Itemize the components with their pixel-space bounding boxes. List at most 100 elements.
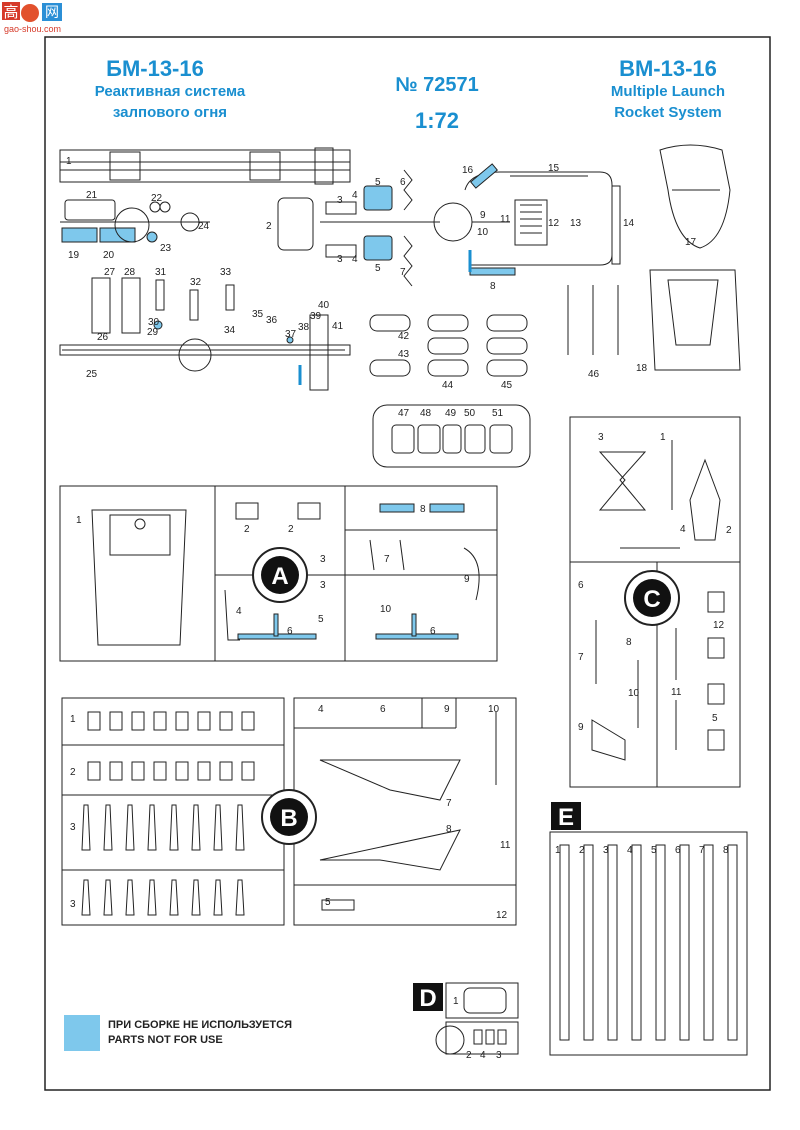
svg-text:27: 27 (104, 267, 116, 278)
svg-text:35: 35 (252, 309, 264, 320)
kit-number: № 72571 (395, 74, 478, 96)
svg-text:43: 43 (398, 349, 410, 360)
svg-text:6: 6 (578, 580, 584, 591)
svg-text:10: 10 (628, 688, 640, 699)
svg-text:9: 9 (480, 210, 486, 221)
svg-text:1: 1 (66, 156, 72, 167)
sprue-c-numbers: 1 2 3 4 5 6 7 8 9 10 11 12 (578, 432, 732, 733)
svg-text:16: 16 (462, 165, 474, 176)
chassis-frame-part (59, 147, 351, 185)
svg-text:13: 13 (570, 218, 582, 229)
svg-text:11: 11 (671, 687, 682, 698)
svg-text:2: 2 (266, 221, 272, 232)
sprue-a (59, 485, 498, 662)
svg-text:8: 8 (626, 637, 632, 648)
title-ru-code: БМ-13-16 (106, 56, 204, 81)
svg-text:1: 1 (70, 714, 76, 725)
svg-text:50: 50 (464, 408, 476, 419)
svg-text:5: 5 (375, 177, 381, 188)
svg-text:32: 32 (190, 277, 202, 288)
svg-text:21: 21 (86, 190, 98, 201)
svg-text:17: 17 (685, 237, 697, 248)
svg-text:28: 28 (124, 267, 136, 278)
sprue-c-badge: C (624, 570, 680, 626)
svg-text:3: 3 (337, 195, 343, 206)
svg-text:25: 25 (86, 369, 98, 380)
sprue-b-numbers: 1 2 3 3 4 5 6 7 8 9 10 11 12 (70, 704, 511, 921)
svg-text:30: 30 (148, 317, 160, 328)
svg-text:37: 37 (285, 329, 297, 340)
svg-text:41: 41 (332, 321, 344, 332)
svg-text:46: 46 (588, 369, 600, 380)
svg-text:4: 4 (480, 1050, 486, 1061)
svg-text:3: 3 (496, 1050, 502, 1061)
svg-text:4: 4 (627, 845, 633, 856)
title-ru-line2: залпового огня (113, 104, 227, 121)
legend-line-ru: ПРИ СБОРКЕ НЕ ИСПОЛЬЗУЕТСЯ (108, 1019, 292, 1031)
sprue-b-letter: B (280, 805, 297, 832)
page-border (44, 36, 771, 1091)
sprue-b-rockets (81, 804, 245, 916)
sprue-b (61, 697, 517, 926)
svg-text:20: 20 (103, 250, 115, 261)
svg-text:5: 5 (318, 614, 324, 625)
legend-line-en: PARTS NOT FOR USE (108, 1034, 223, 1046)
tires (369, 314, 528, 377)
svg-text:49: 49 (445, 408, 457, 419)
svg-text:10: 10 (380, 604, 392, 615)
svg-text:18: 18 (636, 363, 648, 374)
logo-char: 高 (3, 4, 18, 21)
svg-text:7: 7 (384, 554, 390, 565)
title-en-line1: Multiple Launch (611, 83, 725, 100)
svg-text:3: 3 (320, 580, 326, 591)
svg-text:7: 7 (446, 798, 452, 809)
svg-text:2: 2 (288, 524, 294, 535)
svg-text:9: 9 (578, 722, 584, 733)
svg-text:2: 2 (466, 1050, 472, 1061)
svg-text:3: 3 (70, 899, 76, 910)
svg-text:8: 8 (446, 824, 452, 835)
svg-text:1: 1 (555, 845, 561, 856)
svg-text:7: 7 (400, 267, 406, 278)
svg-text:9: 9 (464, 574, 470, 585)
svg-text:7: 7 (699, 845, 705, 856)
top-part-numbers: 1 2 3 3 4 4 5 5 6 7 8 9 10 11 12 13 14 1… (66, 156, 697, 419)
svg-text:48: 48 (420, 408, 432, 419)
svg-text:31: 31 (155, 267, 167, 278)
svg-text:2: 2 (70, 767, 76, 778)
svg-text:11: 11 (500, 840, 511, 851)
kit-scale: 1:72 (415, 108, 459, 133)
svg-text:5: 5 (712, 713, 718, 724)
sprue-d (435, 982, 519, 1055)
svg-text:51: 51 (492, 408, 504, 419)
svg-text:4: 4 (352, 254, 358, 265)
svg-text:6: 6 (400, 177, 406, 188)
svg-text:47: 47 (398, 408, 410, 419)
svg-text:45: 45 (501, 380, 513, 391)
svg-text:3: 3 (337, 254, 343, 265)
svg-text:3: 3 (70, 822, 76, 833)
svg-text:11: 11 (500, 214, 511, 225)
svg-text:29: 29 (147, 327, 159, 338)
svg-text:8: 8 (490, 281, 496, 292)
svg-text:15: 15 (548, 163, 560, 174)
sprue-c (569, 416, 741, 788)
legend: ПРИ СБОРКЕ НЕ ИСПОЛЬЗУЕТСЯ PARTS NOT FOR… (64, 1015, 292, 1051)
svg-text:6: 6 (287, 626, 293, 637)
svg-text:7: 7 (578, 652, 584, 663)
svg-text:4: 4 (236, 606, 242, 617)
svg-text:10: 10 (477, 227, 489, 238)
svg-text:40: 40 (318, 300, 330, 311)
svg-text:5: 5 (651, 845, 657, 856)
svg-text:36: 36 (266, 315, 278, 326)
sprue-c-letter: C (643, 586, 660, 613)
svg-text:9: 9 (444, 704, 450, 715)
svg-text:34: 34 (224, 325, 236, 336)
svg-text:22: 22 (151, 193, 163, 204)
svg-text:12: 12 (496, 910, 508, 921)
svg-text:12: 12 (713, 620, 725, 631)
sprue-b-spools (87, 711, 255, 781)
sprue-d-letter: D (419, 985, 436, 1012)
svg-text:2: 2 (244, 524, 250, 535)
sprue-d-numbers: 1 2 4 3 (453, 996, 502, 1061)
